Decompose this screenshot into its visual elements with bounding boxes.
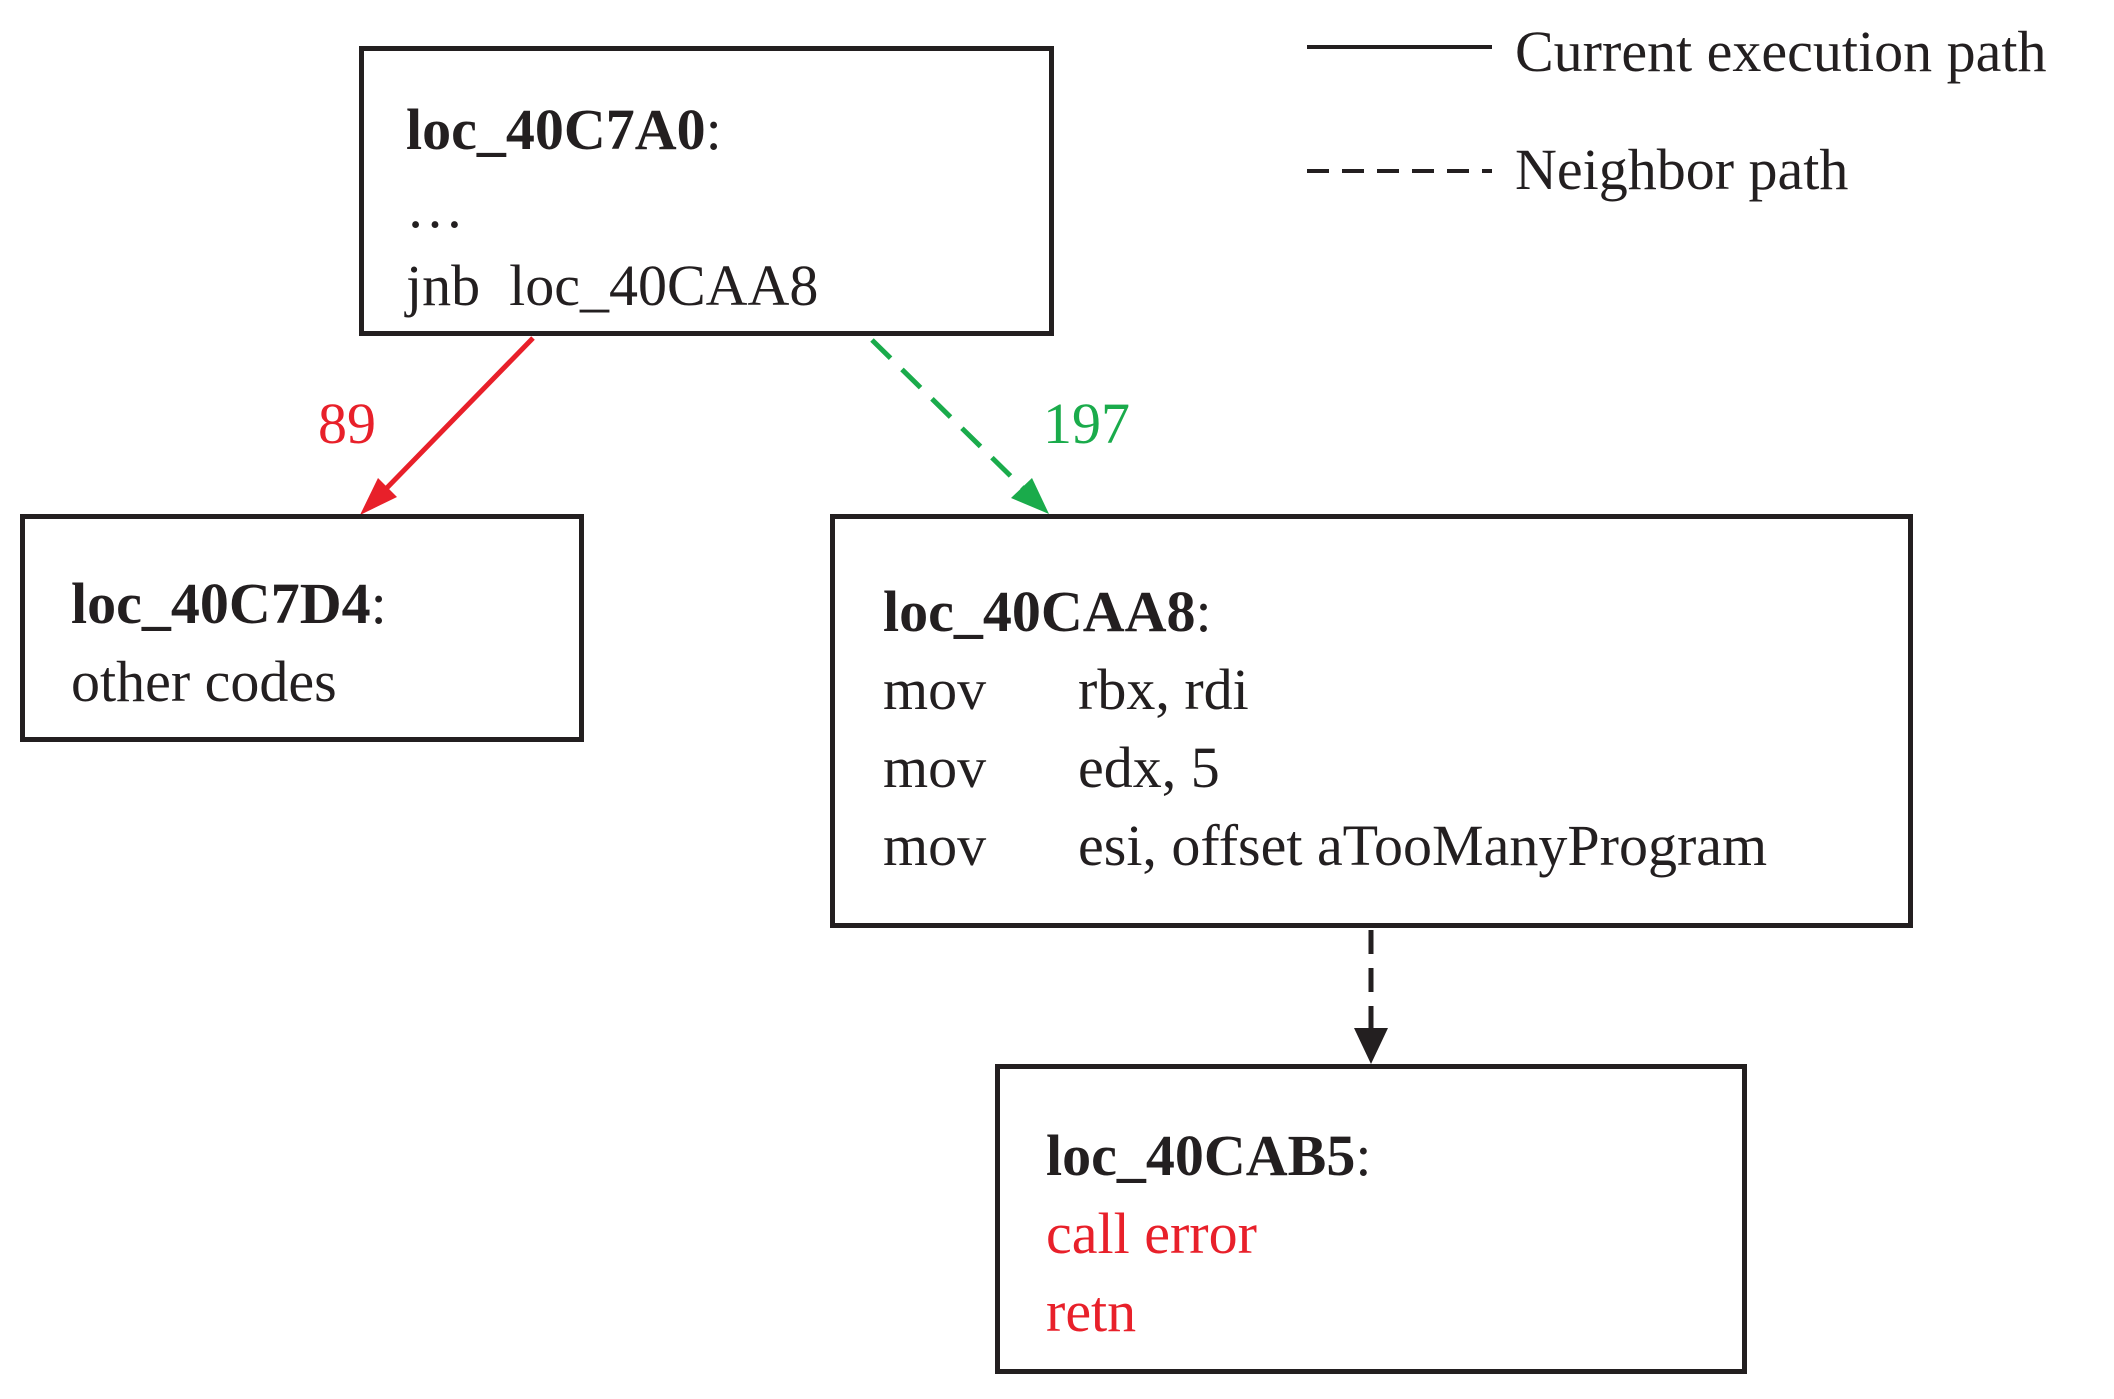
asm-instruction: mov rbx, rdi [883,651,1908,729]
block-label: loc_40C7A0 [406,97,706,162]
block-header: loc_40C7A0: [406,91,1049,169]
block-label-colon: : [370,571,387,636]
edge-top-to-left [376,336,535,499]
block-loc-40caa8: loc_40CAA8: mov rbx, rdi mov edx, 5 mov esi… [830,514,1913,928]
edge-top-to-left-arrowhead [360,478,397,515]
block-label-colon: : [1355,1123,1372,1188]
asm-opcode: mov [883,813,987,878]
block-label-colon: : [705,97,722,162]
asm-operands: edx, 5 [1078,735,1220,800]
edge-right-to-bottom-arrowhead [1354,1028,1388,1064]
legend-neighbor-path-label: Neighbor path [1515,137,1849,202]
block-label-colon: : [1195,579,1212,644]
asm-opcode: mov [883,735,987,800]
legend-current-execution-path-label: Current execution path [1515,19,2047,84]
edge-label-top-to-right: 197 [1043,391,1130,456]
block-line: other codes [71,649,337,714]
asm-operands: rbx, rdi [1078,657,1249,722]
edge-top-to-right [870,338,1032,497]
block-label: loc_40C7D4 [71,571,371,636]
asm-opcode: mov [883,657,987,722]
asm-operands: esi, offset aTooManyProgram [1078,813,1768,878]
block-label: loc_40CAA8 [883,579,1196,644]
block-loc-40c7d4: loc_40C7D4: other codes [20,514,584,742]
block-line: jnb loc_40CAA8 [406,253,819,318]
block-label: loc_40CAB5 [1046,1123,1356,1188]
edge-top-to-right-arrowhead [1011,478,1049,514]
edge-label-top-to-left: 89 [318,391,376,456]
block-line: call error [1046,1201,1257,1266]
block-loc-40c7a0: loc_40C7A0: … jnb loc_40CAA8 [359,46,1054,336]
block-loc-40cab5: loc_40CAB5: call error retn [995,1064,1747,1374]
block-header: loc_40CAB5: [1046,1117,1742,1195]
asm-instruction: mov edx, 5 [883,729,1908,807]
block-header: loc_40CAA8: [883,573,1908,651]
block-line: retn [1046,1279,1137,1344]
block-line: … [406,175,464,240]
asm-instruction: mov esi, offset aTooManyProgram [883,807,1908,885]
block-header: loc_40C7D4: [71,565,579,643]
